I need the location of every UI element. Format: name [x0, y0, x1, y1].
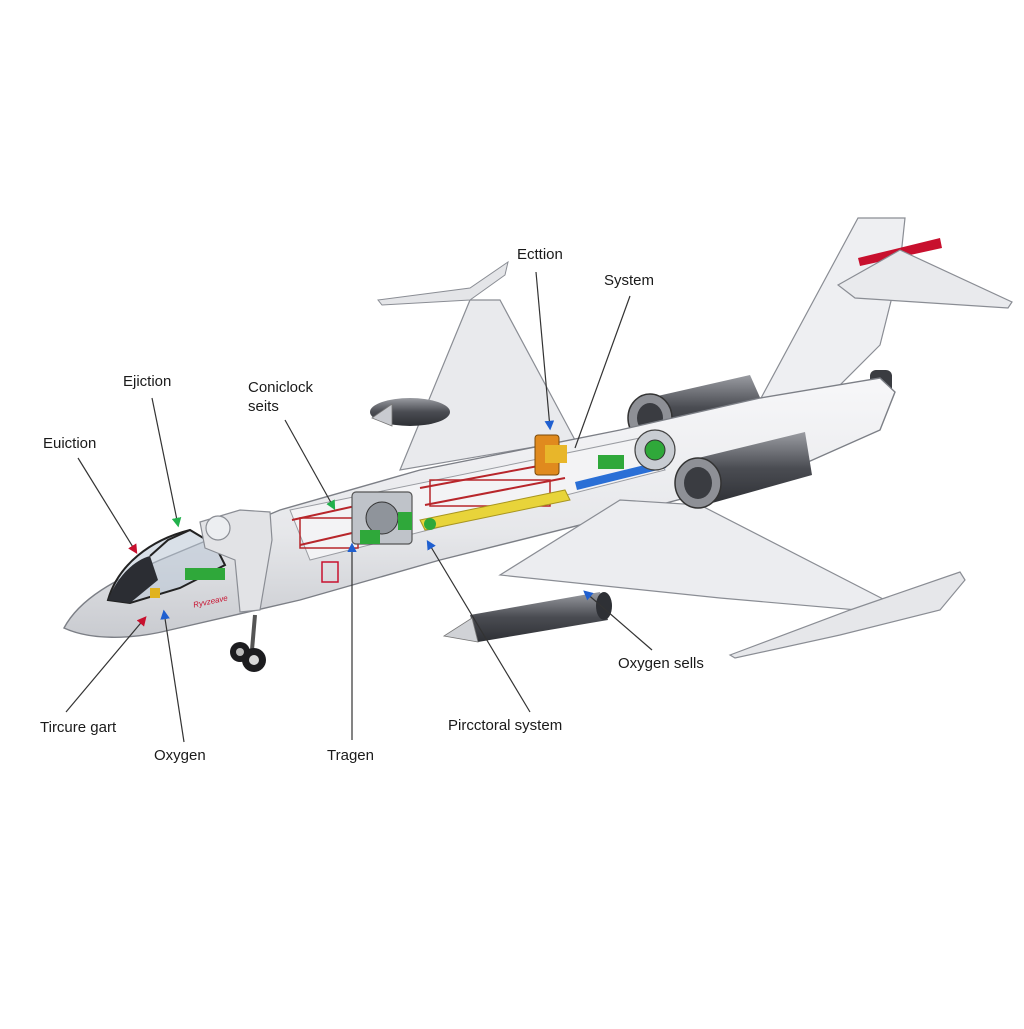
leader-oxygen-bottom: [160, 609, 185, 743]
label-propulsion-system: Pircctoral system: [448, 717, 563, 734]
landing-gear: [230, 614, 266, 672]
cutaway-internals: [289, 429, 676, 561]
label-ejection-top-left: Ejiction: [123, 373, 172, 390]
upper-drop-tank: [370, 398, 450, 427]
leader-ection-top: [535, 271, 555, 431]
label-system-top: System: [604, 272, 655, 289]
leader-system-top: [574, 295, 631, 449]
leader-ejection-left: [77, 457, 138, 555]
label-ection-top: Ecttion: [517, 246, 563, 263]
upper-canard: [377, 260, 509, 306]
label-coniclock-seats: Coniclock seits: [248, 379, 314, 415]
leader-lines: [65, 271, 653, 743]
label-ejection-left: Euiction: [43, 435, 97, 452]
ejection-seat-area: [199, 509, 273, 613]
leader-ejection-top-left: [151, 397, 182, 528]
fuselage-marking-box: [321, 561, 339, 583]
horizontal-stabilizer: [836, 249, 1013, 309]
lower-engine: [674, 432, 812, 509]
label-oxygen-seals: Oxygen sells: [618, 655, 704, 672]
lower-drop-tank: [442, 592, 612, 643]
label-oxygen-bottom: Oxygen: [154, 747, 206, 764]
leader-tircure-gart: [65, 616, 147, 713]
leader-propulsion-system: [426, 539, 531, 713]
leader-coniclock-seats: [284, 419, 336, 511]
canopy: [106, 528, 227, 605]
label-tragen: Tragen: [327, 747, 374, 764]
leader-oxygen-seals: [583, 590, 653, 651]
lower-canard: [728, 571, 966, 659]
label-tircure-gart: Tircure gart: [40, 719, 117, 736]
